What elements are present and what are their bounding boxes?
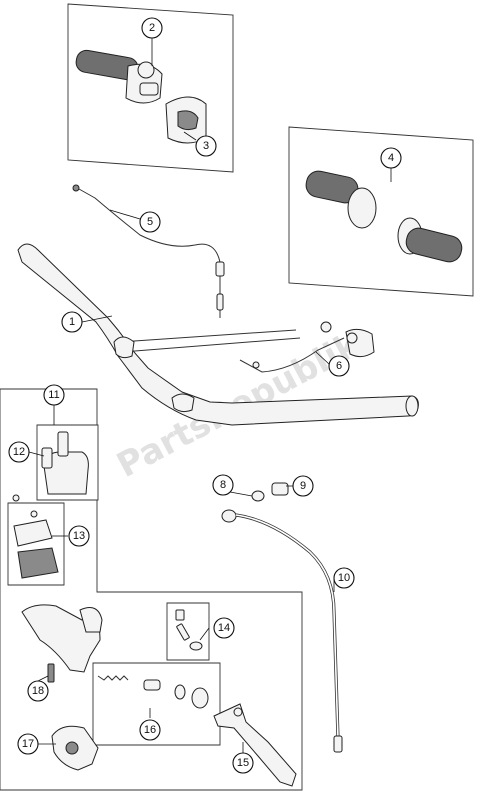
svg-text:17: 17 bbox=[22, 738, 34, 750]
piston-kit-panel bbox=[92, 662, 221, 746]
svg-text:11: 11 bbox=[48, 389, 59, 401]
grip-set-panel bbox=[288, 126, 474, 297]
callout-16: 16 bbox=[139, 719, 161, 741]
callout-5: 5 bbox=[139, 211, 161, 233]
callout-2: 2 bbox=[141, 17, 163, 39]
svg-text:4: 4 bbox=[388, 152, 394, 164]
switch-drawing bbox=[12, 494, 59, 579]
callout-15: 15 bbox=[232, 752, 254, 774]
callout-1: 1 bbox=[61, 311, 83, 333]
brake-line-drawing bbox=[221, 482, 343, 753]
callout-18: 18 bbox=[27, 680, 49, 702]
svg-text:6: 6 bbox=[336, 360, 342, 372]
clamp-drawing bbox=[41, 431, 89, 495]
callout-9: 9 bbox=[292, 475, 314, 497]
housing-cover-drawing bbox=[165, 96, 207, 144]
callout-12: 12 bbox=[8, 441, 30, 463]
lever-bracket-drawing bbox=[239, 321, 375, 373]
svg-text:5: 5 bbox=[147, 216, 153, 228]
callout-4: 4 bbox=[380, 147, 402, 169]
callout-3: 3 bbox=[195, 135, 217, 157]
grip-set-drawing bbox=[305, 170, 463, 263]
svg-text:9: 9 bbox=[300, 480, 306, 492]
callout-14: 14 bbox=[213, 617, 235, 639]
callout-6: 6 bbox=[328, 355, 350, 377]
callout-13: 13 bbox=[68, 525, 90, 547]
svg-text:18: 18 bbox=[32, 685, 44, 697]
svg-text:3: 3 bbox=[203, 140, 209, 152]
svg-text:14: 14 bbox=[218, 622, 230, 634]
callout-11: 11 bbox=[43, 384, 65, 406]
throttle-grip-drawing bbox=[75, 49, 163, 104]
svg-text:10: 10 bbox=[338, 572, 350, 584]
throttle-cable-drawing bbox=[72, 184, 225, 318]
svg-text:13: 13 bbox=[73, 530, 85, 542]
brake-lever-drawing bbox=[213, 703, 297, 787]
svg-text:2: 2 bbox=[149, 22, 155, 34]
piston-kit-drawing bbox=[97, 675, 209, 709]
reservoir-cover-drawing bbox=[51, 725, 99, 771]
callout-10: 10 bbox=[333, 567, 355, 589]
svg-text:16: 16 bbox=[144, 724, 156, 736]
adjuster-drawing bbox=[175, 609, 203, 651]
callout-8: 8 bbox=[212, 474, 234, 496]
svg-text:12: 12 bbox=[13, 446, 25, 458]
adjuster-panel bbox=[166, 602, 210, 661]
master-cylinder-drawing bbox=[21, 604, 103, 683]
leader-lines bbox=[28, 38, 392, 753]
svg-text:15: 15 bbox=[237, 757, 249, 769]
handlebar-drawing bbox=[17, 243, 419, 426]
svg-text:8: 8 bbox=[220, 479, 226, 491]
callout-17: 17 bbox=[17, 733, 39, 755]
svg-text:1: 1 bbox=[69, 316, 75, 328]
